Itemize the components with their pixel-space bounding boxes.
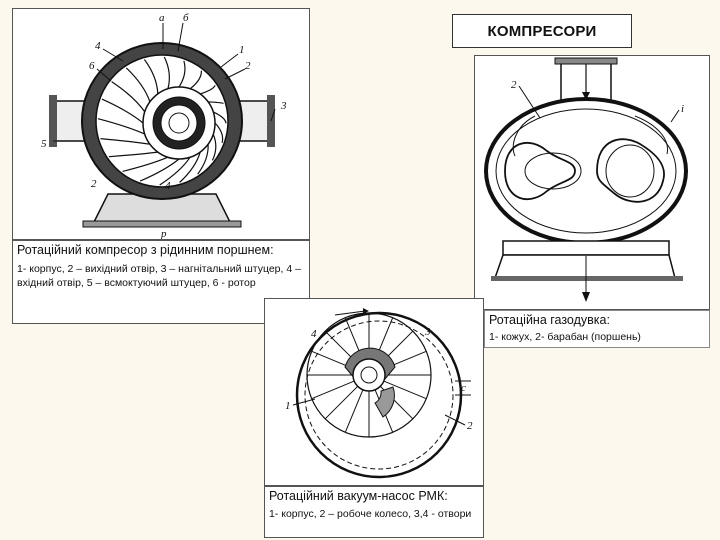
rotor-blade	[200, 85, 216, 95]
label-4: 4	[95, 40, 101, 52]
label-4: 4	[311, 328, 317, 340]
caption-rotary-blower: Ротаційна газодувка: 1- кожух, 2- бараба…	[484, 310, 710, 348]
impeller-blade	[344, 389, 364, 433]
label-5: 5	[41, 138, 47, 150]
rotor-blade	[101, 98, 144, 124]
rotor-blade	[179, 151, 201, 183]
rotor-blade	[211, 133, 217, 161]
rotor-blade	[163, 56, 170, 89]
label-3: 3	[424, 326, 431, 338]
rotor-blade	[143, 59, 159, 94]
label-1: 1	[239, 44, 245, 56]
rotor-blade	[178, 60, 186, 88]
rotor-blade	[122, 156, 169, 172]
caption-desc-3: 1- корпус, 2 – робоче колесо, 3,4 - отво…	[269, 508, 472, 520]
figure-liquid-ring-compressor: а б 1 2 3 4 6 5 2 4 р	[12, 8, 310, 240]
label-1: 1	[285, 400, 291, 412]
page-title: КОМПРЕСОРИ	[452, 14, 632, 48]
rotor-blade	[125, 67, 151, 102]
caption-desc-1: 1- корпус, 2 – вихідний отвір, 3 – нагні…	[17, 263, 301, 289]
rotor-blade	[189, 70, 203, 90]
rotor-blade	[208, 101, 224, 104]
label-a: а	[159, 12, 165, 24]
caption-vacuum-pump: Ротаційний вакуум-насос РМК: 1- корпус, …	[264, 486, 484, 538]
caption-title-2: Ротаційна газодувка:	[489, 313, 610, 327]
rotor-blade	[212, 111, 227, 124]
label-c: с	[461, 382, 466, 394]
label-1: i	[681, 103, 684, 115]
impeller-blade	[383, 380, 427, 400]
rotor-blade	[108, 151, 158, 158]
label-b: б	[183, 12, 189, 24]
vacuum-pump-drawing: 4 3 1 2 с	[285, 308, 473, 479]
label-6: 6	[89, 60, 95, 72]
rotor-blade	[214, 122, 224, 144]
rotor-blade	[159, 156, 191, 186]
label-3: 3	[280, 100, 287, 112]
rotor-blade	[100, 138, 150, 145]
label-2: 2	[467, 420, 473, 432]
label-p: р	[160, 228, 167, 240]
label-2b: 2	[91, 178, 97, 190]
rotary-blower-drawing: 2 i	[484, 57, 688, 302]
rotor-blade	[197, 144, 209, 175]
label-2: 2	[245, 60, 251, 72]
caption-liquid-ring-compressor: Ротаційний компресор з рідинним поршнем:…	[12, 240, 310, 324]
rotor-blade	[111, 81, 146, 113]
caption-title-1: Ротаційний компресор з рідинним поршнем:	[17, 243, 274, 257]
caption-title-3: Ротаційний вакуум-насос РМК:	[269, 489, 448, 503]
liquid-ring-compressor-drawing: а б 1 2 3 4 6 5 2 4 р	[41, 12, 287, 240]
impeller-blade	[324, 385, 359, 420]
rotor-blade	[139, 158, 180, 182]
impeller-blade	[311, 380, 355, 400]
rotor-blade	[97, 118, 146, 135]
label-4b: 4	[165, 180, 171, 192]
label-2: 2	[511, 79, 517, 91]
figure-rotary-blower: 2 i	[474, 55, 710, 310]
caption-desc-2: 1- кожух, 2- барабан (поршень)	[489, 331, 641, 343]
figure-vacuum-pump: 4 3 1 2 с	[264, 298, 484, 486]
